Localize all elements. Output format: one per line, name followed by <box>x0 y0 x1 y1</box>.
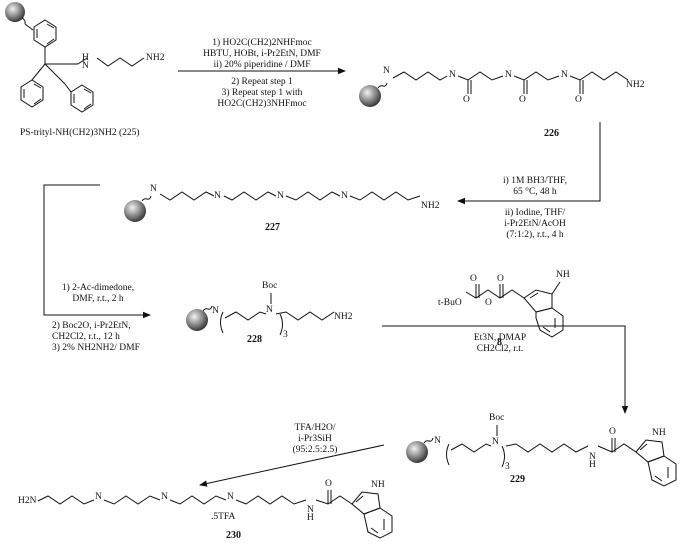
step3-line5: 3) 2% NH2NH2/ DMF <box>52 343 140 353</box>
step1-line6: HO2C(CH2)3NHFmoc <box>217 99 307 109</box>
label-227: 227 <box>265 222 280 233</box>
atom-229-n1: N <box>434 436 441 446</box>
atom-227-n2: N <box>214 191 221 201</box>
step5-conditions: TFA/H2O/ i-Pr3SiH (95:2.5:2.5) <box>275 423 355 456</box>
resin-bead <box>186 309 208 331</box>
step5-line1: TFA/H2O/ <box>294 423 336 433</box>
step2-line1: i) 1M BH3/THF, <box>503 176 567 186</box>
step1-line3: ii) 20% piperidine / DMF <box>213 60 311 70</box>
step1-line4: 2) Repeat step 1 <box>231 77 293 87</box>
compound-8-structure <box>465 281 564 338</box>
compound-226-structure <box>359 71 629 107</box>
atom-230-n4: N <box>307 505 314 515</box>
atom-226-n2: N <box>449 70 456 80</box>
atom-226-nh2: NH2 <box>626 80 645 90</box>
atom-225-nh2: NH2 <box>146 53 165 63</box>
atom-229-boc: Boc <box>489 413 505 423</box>
atom-8-o2: O <box>497 274 504 284</box>
atom-230-h2n: H2N <box>18 496 37 506</box>
atom-227-n1: N <box>150 184 157 194</box>
step4-conditions: Et3N, DMAP CH2Cl2, r.t. <box>440 333 560 355</box>
atom-229-sub: 3 <box>505 462 510 472</box>
compound-227-structure <box>124 191 421 222</box>
step3-line1: 1) 2-Ac-dimedone, <box>61 283 135 293</box>
atom-230-n1: N <box>95 492 102 502</box>
step2-line2: 65 °C, 48 h <box>513 187 557 197</box>
resin-bead <box>5 2 25 22</box>
step1-line1: 1) HO2C(CH2)2NHFmoc <box>212 38 312 48</box>
compound-229-structure <box>406 425 677 487</box>
step2-conditions-bottom: ii) Iodine, THF/ i-Pr2EtN/AcOH (7:1:2), … <box>470 208 600 241</box>
atom-226-o3: O <box>575 95 582 105</box>
step2-line5: (7:1:2), r.t., 4 h <box>506 230 564 240</box>
atom-8-o1: O <box>470 274 477 284</box>
atom-227-n3: N <box>277 191 284 201</box>
atom-227-nh2: NH2 <box>421 201 440 211</box>
atom-227-n4: N <box>341 191 348 201</box>
resin-bead <box>359 85 381 107</box>
step4-line2: CH2Cl2, r.t. <box>476 344 524 354</box>
atom-226-n3: N <box>505 70 512 80</box>
atom-225-n: N <box>82 61 89 71</box>
compound-225-structure <box>5 2 145 113</box>
atom-8-nh: NH <box>556 270 570 280</box>
atom-8-o3: O <box>485 298 492 308</box>
step5-line2: i-Pr3SiH <box>298 434 332 444</box>
label-229: 229 <box>510 474 525 485</box>
atom-226-n4: N <box>561 70 568 80</box>
atom-228-boc: Boc <box>262 281 278 291</box>
atom-228-nh2: NH2 <box>334 312 353 322</box>
step3-line4: CH2Cl2, r.t., 12 h <box>52 332 120 342</box>
arrow-step2 <box>457 122 601 205</box>
atom-226-o2: O <box>519 95 526 105</box>
atom-230-o: O <box>325 479 332 489</box>
label-8: 8 <box>497 337 502 348</box>
atom-226-o1: O <box>463 95 470 105</box>
atom-229-nh: NH <box>652 428 666 438</box>
atom-229-o: O <box>609 427 616 437</box>
atom-230-salt: .5TFA <box>211 512 236 522</box>
atom-230-n3: N <box>227 492 234 502</box>
step2-line4: i-Pr2EtN/AcOH <box>504 219 566 229</box>
atom-229-n2: N <box>589 452 596 462</box>
label-230: 230 <box>226 530 241 541</box>
atom-228-n1: N <box>212 306 219 316</box>
atom-229-h2: H <box>589 460 596 470</box>
atom-228-n: N <box>266 305 273 315</box>
atom-226-n1: N <box>383 66 390 76</box>
atom-230-n2: N <box>161 492 168 502</box>
atom-229-n: N <box>492 437 499 447</box>
atom-228-sub: 3 <box>283 330 288 340</box>
step3-conditions-top: 1) 2-Ac-dimedone, DMF, r.t., 2 h <box>48 283 148 305</box>
arrow-step4 <box>382 325 629 414</box>
step3-line3: 2) Boc2O, i-Pr2EtN, <box>52 321 131 331</box>
label-226: 226 <box>544 128 559 139</box>
atom-8-tbuo: t-BuO <box>438 298 462 308</box>
atom-230-h4: H <box>307 513 314 523</box>
arrow-step5 <box>199 444 385 487</box>
atom-225-nh: H <box>82 53 89 63</box>
step3-line2: DMF, r.t., 2 h <box>72 294 124 304</box>
step1-line2: HBTU, HOBt, i-Pr2EtN, DMF <box>203 49 321 59</box>
compound-230-structure <box>37 490 393 539</box>
label-225: PS-trityl-NH(CH2)3NH2 (225) <box>20 128 140 138</box>
resin-bead <box>406 441 428 463</box>
step1-line5: 3) Repeat step 1 with <box>221 88 303 98</box>
step1-conditions-top: 1) HO2C(CH2)2NHFmoc HBTU, HOBt, i-Pr2EtN… <box>182 38 342 71</box>
step4-line1: Et3N, DMAP <box>473 333 527 343</box>
atom-230-nh: NH <box>371 480 385 490</box>
compound-228-structure <box>186 293 335 336</box>
label-228: 228 <box>247 334 262 345</box>
arrow-step3 <box>43 184 151 319</box>
step3-conditions-bottom: 2) Boc2O, i-Pr2EtN, CH2Cl2, r.t., 12 h 3… <box>52 321 162 354</box>
step5-line3: (95:2.5:2.5) <box>292 445 338 455</box>
step1-conditions-bottom: 2) Repeat step 1 3) Repeat step 1 with H… <box>182 77 342 110</box>
step2-line3: ii) Iodine, THF/ <box>504 208 566 218</box>
resin-bead <box>124 200 146 222</box>
step2-conditions-top: i) 1M BH3/THF, 65 °C, 48 h <box>470 176 600 198</box>
